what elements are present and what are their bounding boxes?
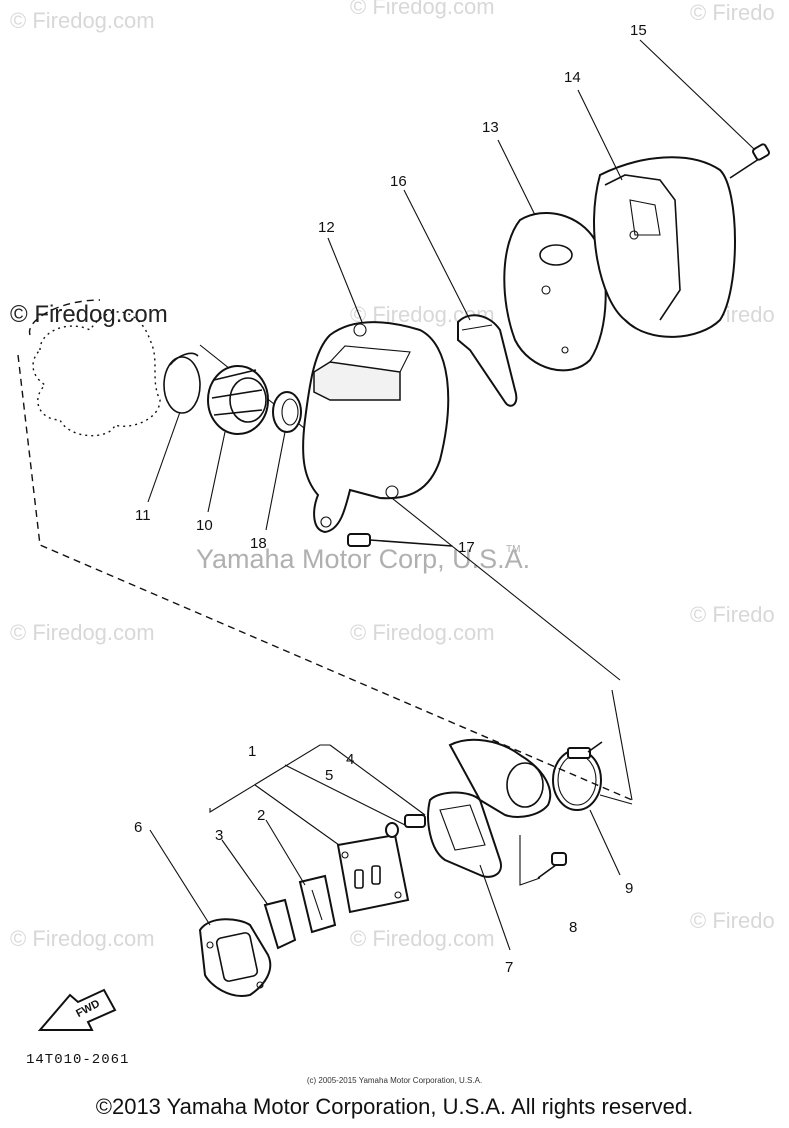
part-2-reed [298, 874, 337, 934]
part-7-manifold [427, 738, 552, 878]
callout-7: 7 [505, 959, 513, 976]
watermark-firedog: © Firedog.com [350, 926, 495, 951]
footer-copyright: ©2013 Yamaha Motor Corporation, U.S.A. A… [95, 1094, 694, 1119]
fwd-arrow-marker: FWD [37, 988, 117, 1031]
callout-9: 9 [625, 880, 633, 897]
watermark-firedog: © Firedog.com [10, 926, 155, 951]
part-5-washer [385, 822, 399, 838]
small-copyright: (c) 2005-2015 Yamaha Motor Corporation, … [306, 1076, 483, 1085]
part-13-filter [503, 211, 607, 372]
callout-11: 11 [135, 507, 151, 524]
part-4-screw [404, 814, 426, 828]
part-11-clamp [163, 352, 201, 414]
watermark-yamaha: Yamaha Motor Corp, U.S.A. [196, 544, 530, 574]
callout-8: 8 [569, 919, 577, 936]
callout-5: 5 [325, 767, 333, 784]
watermark-firedog: © Firedog.com [10, 8, 155, 33]
assembly-leader-lines [17, 299, 633, 805]
watermark-firedog-dark: © Firedog.com [10, 301, 168, 328]
callout-3: 3 [215, 827, 223, 844]
callout-leaders [147, 39, 756, 951]
part-18-collar [272, 391, 302, 433]
callout-15: 15 [630, 22, 647, 39]
carburetor-outline [32, 311, 161, 437]
callout-12: 12 [318, 219, 335, 236]
diagram-code: 14T010-2061 [26, 1052, 130, 1068]
part-14-cover [593, 156, 736, 338]
watermark-firedog: © Firedo [690, 0, 775, 25]
callout-14: 14 [564, 69, 581, 86]
callout-4: 4 [346, 751, 354, 768]
part-9-clamp [552, 741, 603, 811]
callout-13: 13 [482, 119, 499, 136]
callout-18: 18 [250, 535, 267, 552]
callout-10: 10 [196, 517, 213, 534]
callout-1: 1 [248, 743, 256, 760]
watermark-firedog: © Firedog.com [10, 620, 155, 645]
part-8-bolt [537, 852, 567, 879]
part-15-screw [729, 143, 770, 179]
callout-6: 6 [134, 819, 142, 836]
watermark-firedog: © Firedo [690, 908, 775, 933]
watermark-firedog: © Firedog.com [350, 620, 495, 645]
part-16-plate [457, 314, 518, 407]
callout-numbers: 1 2 3 4 5 6 7 8 9 10 11 12 13 14 15 16 1… [134, 22, 647, 976]
callout-17: 17 [458, 539, 475, 556]
watermark-firedog: © Firedog.com [350, 0, 495, 19]
part-6-gasket [198, 918, 272, 997]
watermark-tm: TM [506, 544, 520, 555]
part-10-joint [207, 365, 269, 435]
part-1-valve-plate [336, 833, 410, 914]
callout-2: 2 [257, 807, 265, 824]
part-3-reed [263, 898, 297, 950]
part-17-screw [347, 533, 453, 547]
callout-16: 16 [390, 173, 407, 190]
part-12-airbox-case [302, 321, 450, 534]
watermark-firedog: © Firedo [690, 602, 775, 627]
lower-bracket-lines [209, 744, 541, 886]
